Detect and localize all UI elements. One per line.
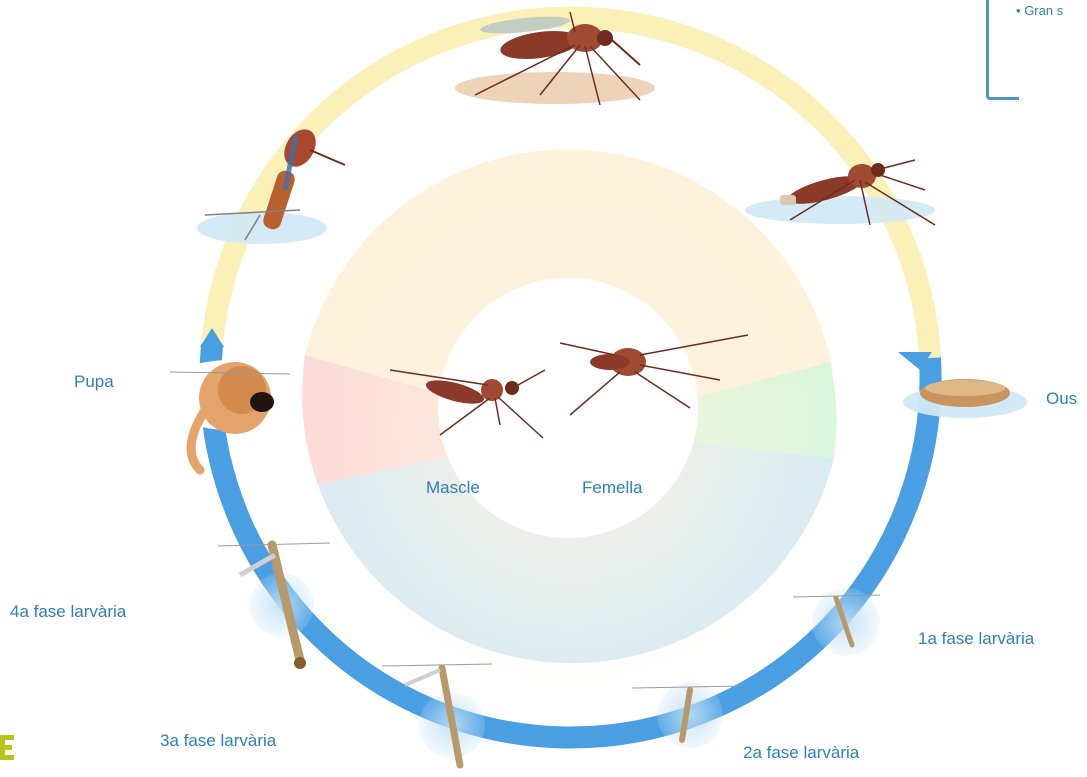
stage-label-male: Mascle (426, 478, 480, 498)
stage-label-larva1: 1a fase larvària (918, 629, 1034, 649)
stage-label-larva4: 4a fase larvària (10, 602, 126, 622)
center-disc (300, 149, 840, 700)
stage-label-pupa: Pupa (74, 372, 114, 392)
stage-label-larva2: 2a fase larvària (743, 743, 859, 763)
note-text-value: Gran s (1024, 3, 1063, 18)
note-bracket (986, 0, 1019, 100)
bullet-icon: • (1016, 3, 1021, 18)
stage-label-larva3: 3a fase larvària (160, 731, 276, 751)
logo-icon (0, 733, 16, 763)
stage-label-female: Femella (582, 478, 642, 498)
note-text: • Gran s (1016, 3, 1063, 18)
stage-label-eggs: Ous (1046, 389, 1077, 409)
